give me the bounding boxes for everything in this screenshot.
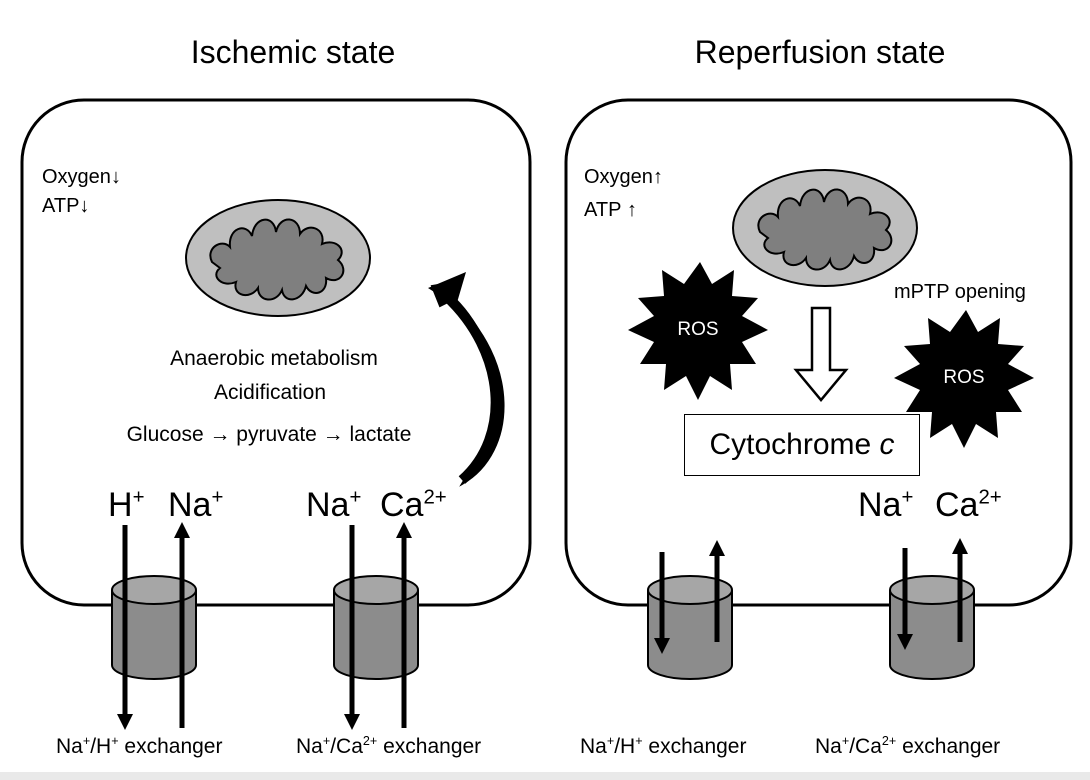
exch-charge: +	[606, 734, 615, 748]
exch-mid: /Ca	[849, 735, 882, 758]
exch-charge: +	[635, 734, 643, 748]
nhe-channel-reperfusion	[647, 575, 733, 680]
oxygen-down-arrow: ↓	[110, 166, 121, 188]
reperfusion-mitochondrion	[732, 169, 918, 287]
exch-base: Na	[56, 735, 83, 758]
ros-star-2	[894, 310, 1034, 448]
h-charge: +	[132, 486, 145, 509]
exch-charge: +	[841, 734, 850, 748]
exch-charge: 2+	[881, 734, 897, 748]
ncx-channel-reperfusion	[889, 575, 975, 680]
exch-mid: /H	[90, 735, 112, 758]
cytochrome-c-box: Cytochrome c	[684, 414, 920, 476]
atp-down-arrow: ↓	[79, 195, 90, 217]
h-symbol: H	[108, 486, 133, 524]
exch-rest: exchanger	[896, 735, 1001, 758]
exch-charge: +	[82, 734, 91, 748]
nhe-label-reperfusion: Na+/H+ exchanger	[580, 734, 747, 758]
na-ion-label-2: Na+	[306, 486, 362, 524]
ros-star-1	[628, 262, 768, 400]
exch-rest: exchanger	[118, 735, 223, 758]
ischemic-mitochondrion	[185, 199, 371, 317]
release-hollow-arrow	[793, 306, 849, 402]
exch-base: Na	[296, 735, 323, 758]
ca-charge: 2+	[423, 486, 447, 509]
ca-ion-label: Ca2+	[380, 486, 447, 524]
h-ion-label: H+	[108, 486, 145, 524]
na-symbol: Na	[168, 486, 212, 524]
ncx-label-reperfusion: Na+/Ca2+ exchanger	[815, 734, 1001, 758]
exch-base: Na	[815, 735, 842, 758]
oxygen-text: Oxygen	[42, 166, 111, 188]
anaerobic-metabolism-label: Anaerobic metabolism	[170, 347, 378, 370]
bottom-edge-strip	[0, 772, 1090, 780]
exch-charge: +	[322, 734, 331, 748]
atp-text: ATP	[42, 195, 80, 217]
ncx-channel-ischemic	[333, 575, 419, 680]
exch-mid: /Ca	[330, 735, 363, 758]
ischemic-atp-label: ATP↓	[42, 196, 89, 216]
na-charge: +	[349, 486, 362, 509]
atp-text: ATP	[584, 199, 622, 221]
exch-charge: +	[111, 734, 119, 748]
na-ion-label-reperfusion: Na+	[858, 486, 914, 524]
oxygen-up-arrow: ↑	[652, 166, 663, 188]
cytochrome-letter: c	[879, 428, 895, 461]
ca-charge: 2+	[978, 486, 1002, 509]
ncx-label-ischemic: Na+/Ca2+ exchanger	[296, 734, 482, 758]
ischemic-title: Ischemic state	[190, 34, 396, 70]
ischemic-oxygen-label: Oxygen↓	[42, 167, 121, 187]
exch-mid: /H	[614, 735, 636, 758]
oxygen-text: Oxygen	[584, 166, 653, 188]
nhe-channel-ischemic	[111, 575, 197, 680]
ca-symbol: Ca	[935, 486, 979, 524]
cytochrome-text: Cytochrome	[709, 428, 872, 461]
nhe-label-ischemic: Na+/H+ exchanger	[56, 734, 223, 758]
reperfusion-atp-label: ATP ↑	[584, 200, 637, 220]
exch-rest: exchanger	[377, 735, 482, 758]
ca-ion-label-reperfusion: Ca2+	[935, 486, 1002, 524]
ros-label-2: ROS	[943, 367, 985, 388]
na-symbol: Na	[306, 486, 350, 524]
na-symbol: Na	[858, 486, 902, 524]
na-ion-label-1: Na+	[168, 486, 224, 524]
na-charge: +	[211, 486, 224, 509]
glycolysis-pathway-label: Glucose → pyruvate → lactate	[126, 423, 412, 446]
exch-charge: 2+	[362, 734, 378, 748]
exch-rest: exchanger	[642, 735, 747, 758]
reperfusion-oxygen-label: Oxygen↑	[584, 167, 663, 187]
reperfusion-title: Reperfusion state	[694, 34, 946, 70]
ros-label-1: ROS	[677, 319, 719, 340]
acidification-label: Acidification	[213, 381, 327, 404]
na-charge: +	[901, 486, 914, 509]
mptp-opening-label: mPTP opening	[894, 281, 1026, 303]
ischemic-cell-membrane	[20, 98, 532, 607]
atp-up-arrow: ↑	[626, 199, 637, 221]
exch-base: Na	[580, 735, 607, 758]
ca-symbol: Ca	[380, 486, 424, 524]
